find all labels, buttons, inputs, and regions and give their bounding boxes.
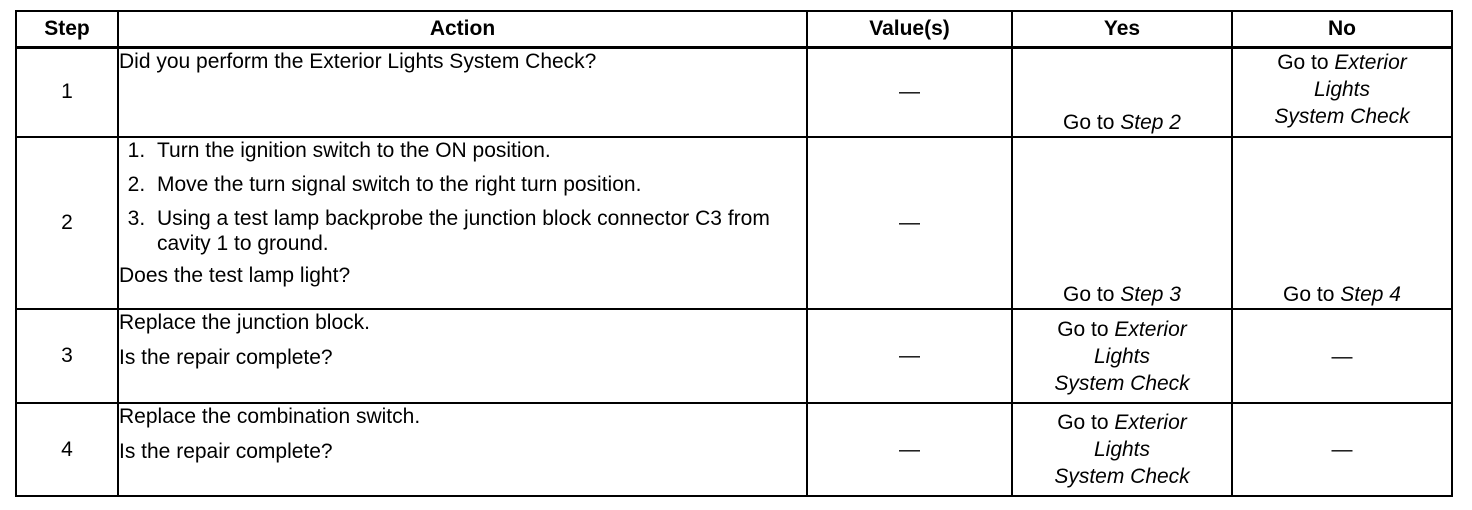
yes-target-line3: System Check [1054, 465, 1190, 489]
no-cell: — [1231, 402, 1453, 497]
yes-prefix: Go to [1057, 317, 1109, 341]
step-number: 1 [15, 46, 119, 138]
value-dash: — [899, 80, 920, 104]
yes-target-line2: Lights [1093, 438, 1151, 462]
action-instruction: Replace the combination switch. [119, 405, 421, 429]
action-cell: Did you perform the Exterior Lights Syst… [117, 46, 808, 138]
yes-prefix: Go to [1063, 282, 1115, 306]
diagnostic-table: Step Action Value(s) Yes No 1 Did you pe… [15, 10, 1453, 497]
value-dash: — [899, 210, 920, 234]
value-cell: — [806, 46, 1013, 138]
table-row: 4 Replace the combination switch. Is the… [15, 402, 1453, 497]
yes-prefix: Go to [1063, 110, 1115, 134]
yes-target-line3: System Check [1054, 371, 1190, 395]
yes-target-line2: Lights [1093, 344, 1151, 368]
header-action: Action [117, 10, 808, 49]
no-dash: — [1331, 344, 1353, 368]
action-question: Is the repair complete? [119, 345, 333, 369]
instruction-item: Using a test lamp backprobe the junction… [151, 206, 806, 256]
no-target-line1: Exterior [1334, 51, 1407, 74]
yes-target: Step 3 [1120, 282, 1181, 306]
instruction-list: Turn the ignition switch to the ON posit… [119, 138, 806, 256]
yes-target-line1: Exterior [1114, 411, 1187, 435]
yes-target-line1: Exterior [1114, 317, 1187, 341]
value-cell: — [806, 402, 1013, 497]
yes-target: Step 2 [1120, 110, 1181, 134]
step-number: 4 [15, 402, 119, 497]
action-question: Does the test lamp light? [119, 263, 351, 287]
no-target-line3: System Check [1274, 105, 1410, 128]
table-row: 3 Replace the junction block. Is the rep… [15, 307, 1453, 405]
action-cell: Replace the combination switch. Is the r… [117, 402, 808, 497]
no-target: Step 4 [1340, 282, 1401, 306]
header-row: Step Action Value(s) Yes No [15, 10, 1453, 49]
header-yes: Yes [1011, 10, 1233, 49]
no-cell: Go to Exterior Lights System Check [1231, 46, 1453, 138]
action-question: Is the repair complete? [119, 440, 333, 464]
yes-cell: Go to Exterior Lights System Check [1011, 402, 1233, 497]
instruction-item: Turn the ignition switch to the ON posit… [151, 138, 806, 163]
yes-prefix: Go to [1057, 411, 1109, 435]
instruction-item: Move the turn signal switch to the right… [151, 172, 806, 197]
yes-cell: Go to Exterior Lights System Check [1011, 307, 1233, 405]
yes-cell: Go to Step 2 [1011, 46, 1233, 138]
no-prefix: Go to [1277, 51, 1329, 74]
action-instruction: Replace the junction block. [119, 310, 370, 334]
action-question: Did you perform the Exterior Lights Syst… [119, 50, 597, 73]
no-target-line2: Lights [1313, 78, 1371, 101]
no-cell: Go to Step 4 [1231, 135, 1453, 310]
header-step: Step [15, 10, 119, 49]
step-number: 3 [15, 307, 119, 405]
action-cell: Turn the ignition switch to the ON posit… [117, 135, 808, 310]
header-no: No [1231, 10, 1453, 49]
value-dash: — [899, 437, 920, 461]
value-cell: — [806, 307, 1013, 405]
header-values: Value(s) [806, 10, 1013, 49]
step-number: 2 [15, 135, 119, 310]
table-row: 2 Turn the ignition switch to the ON pos… [15, 135, 1453, 310]
action-cell: Replace the junction block. Is the repai… [117, 307, 808, 405]
no-prefix: Go to [1283, 282, 1335, 306]
value-dash: — [899, 344, 920, 368]
value-cell: — [806, 135, 1013, 310]
no-dash: — [1331, 438, 1353, 462]
no-cell: — [1231, 307, 1453, 405]
yes-cell: Go to Step 3 [1011, 135, 1233, 310]
table-row: 1 Did you perform the Exterior Lights Sy… [15, 46, 1453, 138]
